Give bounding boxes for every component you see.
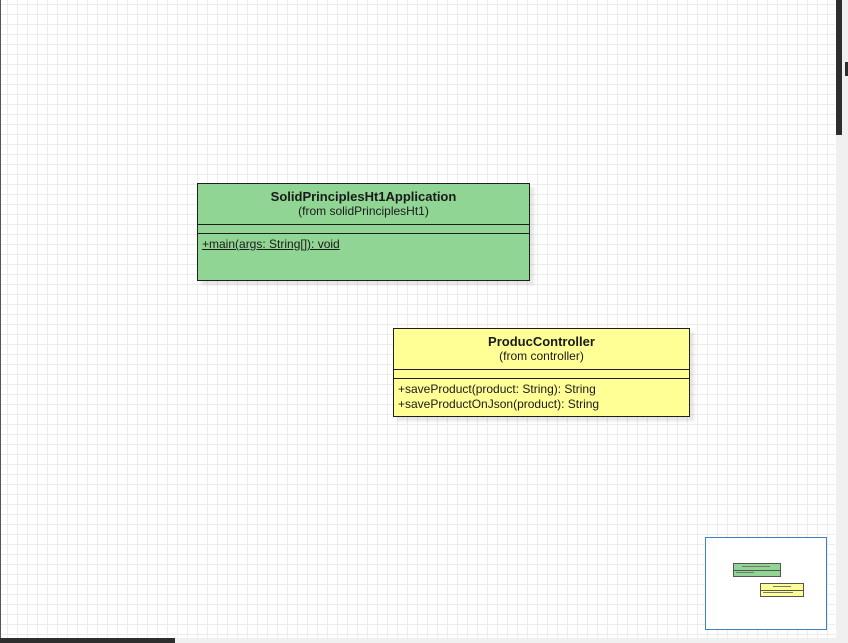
class-header: SolidPrinciplesHt1Application (from soli… <box>198 184 529 224</box>
canvas-left-border <box>0 0 1 643</box>
vertical-scrollbar-track[interactable] <box>836 0 848 638</box>
class-package: (from solidPrinciplesHt1) <box>298 204 429 218</box>
horizontal-scrollbar-track[interactable] <box>0 638 848 643</box>
class-name: ProducController <box>488 334 595 349</box>
class-attributes-compartment <box>198 224 529 233</box>
class-operations-compartment: +saveProduct(product: String): String +s… <box>394 378 689 415</box>
vertical-scrollbar-thumb[interactable] <box>836 0 842 135</box>
uml-class-produccontroller[interactable]: ProducController (from controller) +save… <box>393 328 690 417</box>
uml-class-solidprinciplesht1application[interactable]: SolidPrinciplesHt1Application (from soli… <box>197 183 530 281</box>
horizontal-scrollbar-thumb[interactable] <box>0 638 175 643</box>
class-package: (from controller) <box>499 349 584 363</box>
minimap-class-green <box>733 563 781 577</box>
diagram-minimap[interactable] <box>705 537 827 630</box>
scrollbar-arrow-icon[interactable] <box>845 62 848 76</box>
class-operations-compartment: +main(args: String[]): void <box>198 233 529 255</box>
diagram-canvas[interactable]: SolidPrinciplesHt1Application (from soli… <box>1 0 835 638</box>
minimap-class-yellow <box>760 583 804 597</box>
operation-saveproductonjson[interactable]: +saveProductOnJson(product): String <box>398 397 600 411</box>
class-header: ProducController (from controller) <box>394 329 689 369</box>
operation-saveproduct[interactable]: +saveProduct(product: String): String <box>398 382 596 396</box>
class-attributes-compartment <box>394 369 689 378</box>
operation-main[interactable]: +main(args: String[]): void <box>202 237 340 251</box>
class-name: SolidPrinciplesHt1Application <box>270 189 457 204</box>
